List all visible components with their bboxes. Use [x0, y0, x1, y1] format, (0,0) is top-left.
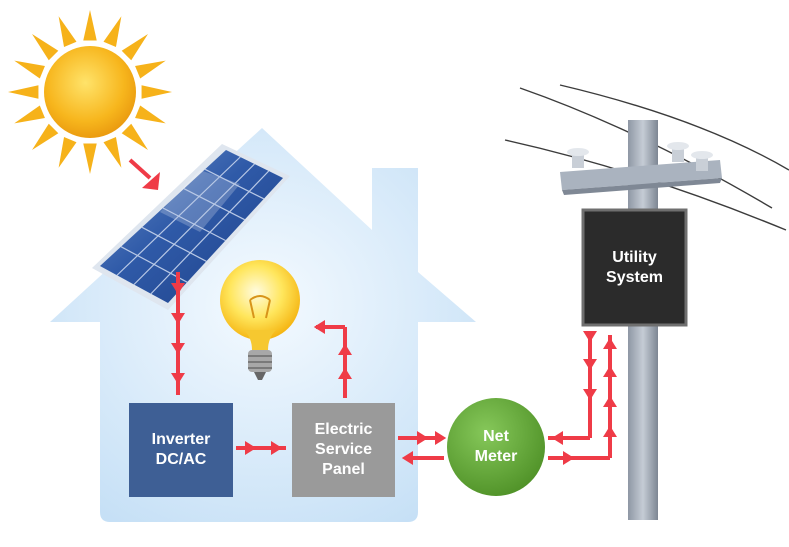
arrow-head [551, 431, 563, 445]
solar-panel-icon [92, 144, 290, 310]
sun-disc [44, 46, 136, 138]
sun-ray [14, 60, 45, 79]
solar-grid-line [116, 156, 241, 276]
sun-ray [14, 105, 45, 124]
flow-arrows [128, 158, 617, 465]
arrow-head [338, 343, 352, 355]
net-meter-circle [447, 398, 545, 496]
arrow-head [417, 431, 429, 445]
arrow-head [245, 441, 257, 455]
arrow-head [583, 331, 597, 343]
sun-ray [32, 123, 59, 150]
arrow-head [142, 172, 160, 190]
arrow-head [603, 337, 617, 349]
arrow-head [171, 283, 185, 295]
arrow-segment [128, 158, 152, 180]
sun-ray [135, 105, 166, 124]
bulb-glass [220, 260, 300, 340]
arrow-head [171, 373, 185, 385]
arrow-head [603, 425, 617, 437]
arrow-head [171, 343, 185, 355]
arrow-head [603, 365, 617, 377]
solar-grid-line [133, 163, 255, 285]
sun-ray [121, 123, 148, 150]
arrow-head [563, 451, 575, 465]
arrow-head [401, 451, 413, 465]
sun-ray [83, 10, 97, 41]
arrow-head [171, 313, 185, 325]
sun-icon [8, 10, 172, 174]
electric-service-panel-box [292, 403, 395, 497]
utility-pole [560, 120, 722, 520]
arrow-head [435, 431, 447, 445]
sun-ray [141, 85, 172, 99]
pole-crossarm [560, 160, 722, 190]
sun-ray [121, 34, 148, 61]
solar-grid-line [150, 170, 270, 295]
power-line-3 [559, 84, 789, 171]
insulator-icon [567, 142, 713, 171]
arrow-head [338, 367, 352, 379]
utility-system-box [581, 208, 688, 327]
sun-ray [103, 137, 122, 168]
sun-ray [8, 85, 39, 99]
inverter-box [129, 403, 233, 497]
sun-ray [58, 16, 77, 47]
light-bulb-icon [220, 260, 300, 380]
arrow-head [603, 395, 617, 407]
sun-ray [103, 16, 122, 47]
sun-ray [32, 34, 59, 61]
arrow-head [583, 359, 597, 371]
sun-ray [83, 143, 97, 174]
sun-ray [135, 60, 166, 79]
arrow-head [313, 320, 325, 334]
arrow-head [583, 389, 597, 401]
sun-ray [58, 137, 77, 168]
arrow-head [271, 441, 283, 455]
